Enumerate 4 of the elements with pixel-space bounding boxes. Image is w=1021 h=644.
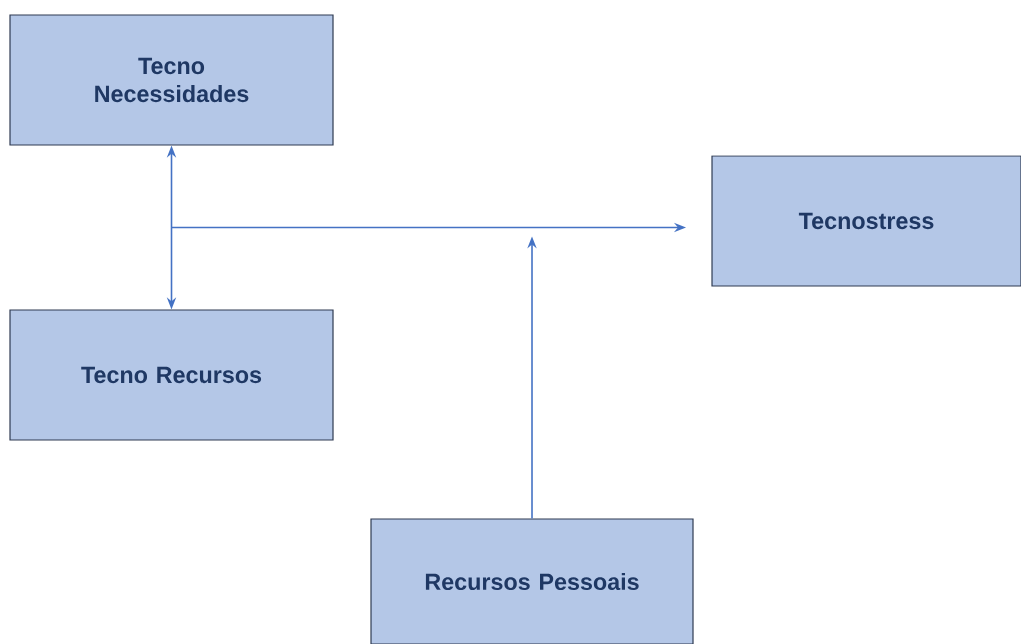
process-box: Recursos Pessoais <box>370 518 694 644</box>
process-box: Tecnostress <box>711 155 1021 287</box>
process-box: Tecno Necessidades <box>9 14 334 146</box>
process-box: Tecno Recursos <box>9 309 334 441</box>
